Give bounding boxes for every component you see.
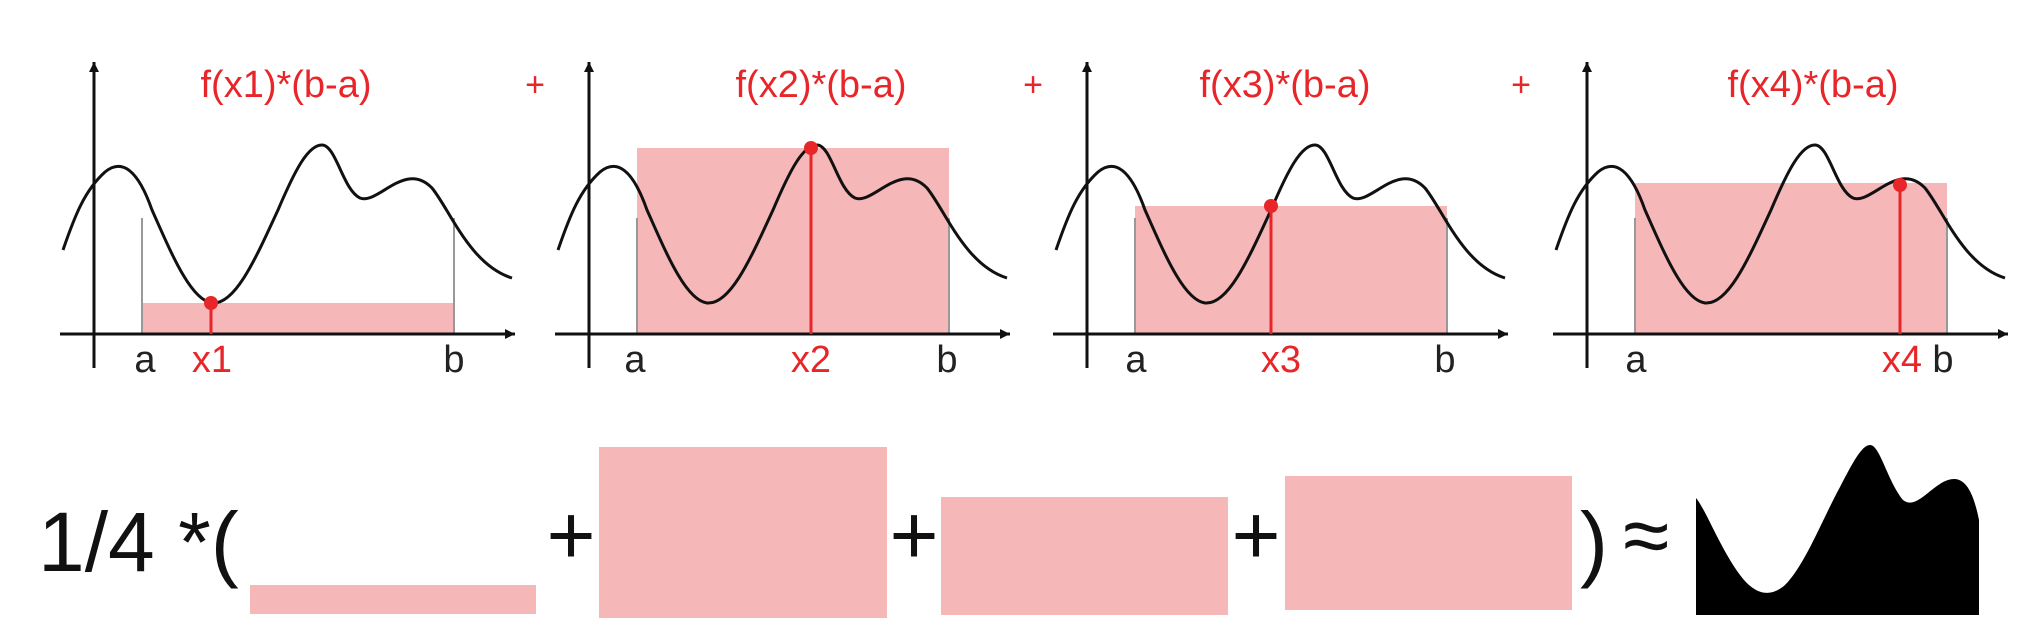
panel-2-a-label: a [624,339,646,381]
panel-4-x-label: x4 [1882,339,1922,381]
panel-3-formula: f(x3)*(b-a) [1199,64,1370,106]
panel-2-curve [556,143,1008,305]
equation-prefix: 1/4 *( [38,495,239,589]
panel-2-sample-point [804,141,818,155]
panel-2-x-label: x2 [791,339,831,381]
equation-plus-3: + [1231,488,1280,582]
panel-3-area-rect [1135,206,1447,334]
panel-2-b-label: b [936,339,957,381]
integral-area-shape [1696,445,1979,615]
panel-3-sample-point [1264,199,1278,213]
equation-rect-1 [250,585,536,614]
panel-1-a-label: a [134,339,156,381]
top-plus-1: + [525,66,545,104]
equation-plus-2: + [889,488,938,582]
panel-1-curve [61,143,513,305]
panel-4-sample-point [1893,178,1907,192]
equation-suffix: ) [1580,495,1608,589]
panel-1-sample-point [204,296,218,310]
panel-1: f(x1)*(b-a) a x1 b [60,62,515,381]
equation-rect-3 [941,497,1228,615]
panel-4-b-label: b [1932,339,1953,381]
panel-4: f(x4)*(b-a) a x4 b [1553,62,2008,381]
top-plus-3: + [1511,66,1531,104]
equation-plus-1: + [546,488,595,582]
panel-3: f(x3)*(b-a) a x3 b [1053,62,1508,381]
panel-1-b-label: b [443,339,464,381]
approx-symbol: ≈ [1623,488,1669,582]
panel-4-area-rect [1635,183,1947,334]
panel-4-formula: f(x4)*(b-a) [1727,64,1898,106]
top-plus-2: + [1023,66,1043,104]
panel-2-formula: f(x2)*(b-a) [735,64,906,106]
panel-1-formula: f(x1)*(b-a) [200,64,371,106]
panel-4-curve [1554,143,2006,305]
equation-rect-2 [599,447,887,618]
panel-3-x-label: x3 [1261,339,1301,381]
panel-4-a-label: a [1625,339,1647,381]
panel-2: f(x2)*(b-a) a x2 b [555,62,1010,381]
panel-3-b-label: b [1434,339,1455,381]
panel-1-x-label: x1 [192,339,232,381]
panel-1-area-rect [142,303,454,334]
equation-rect-4 [1285,476,1572,610]
panel-3-a-label: a [1125,339,1147,381]
panel-2-area-rect [637,148,949,334]
